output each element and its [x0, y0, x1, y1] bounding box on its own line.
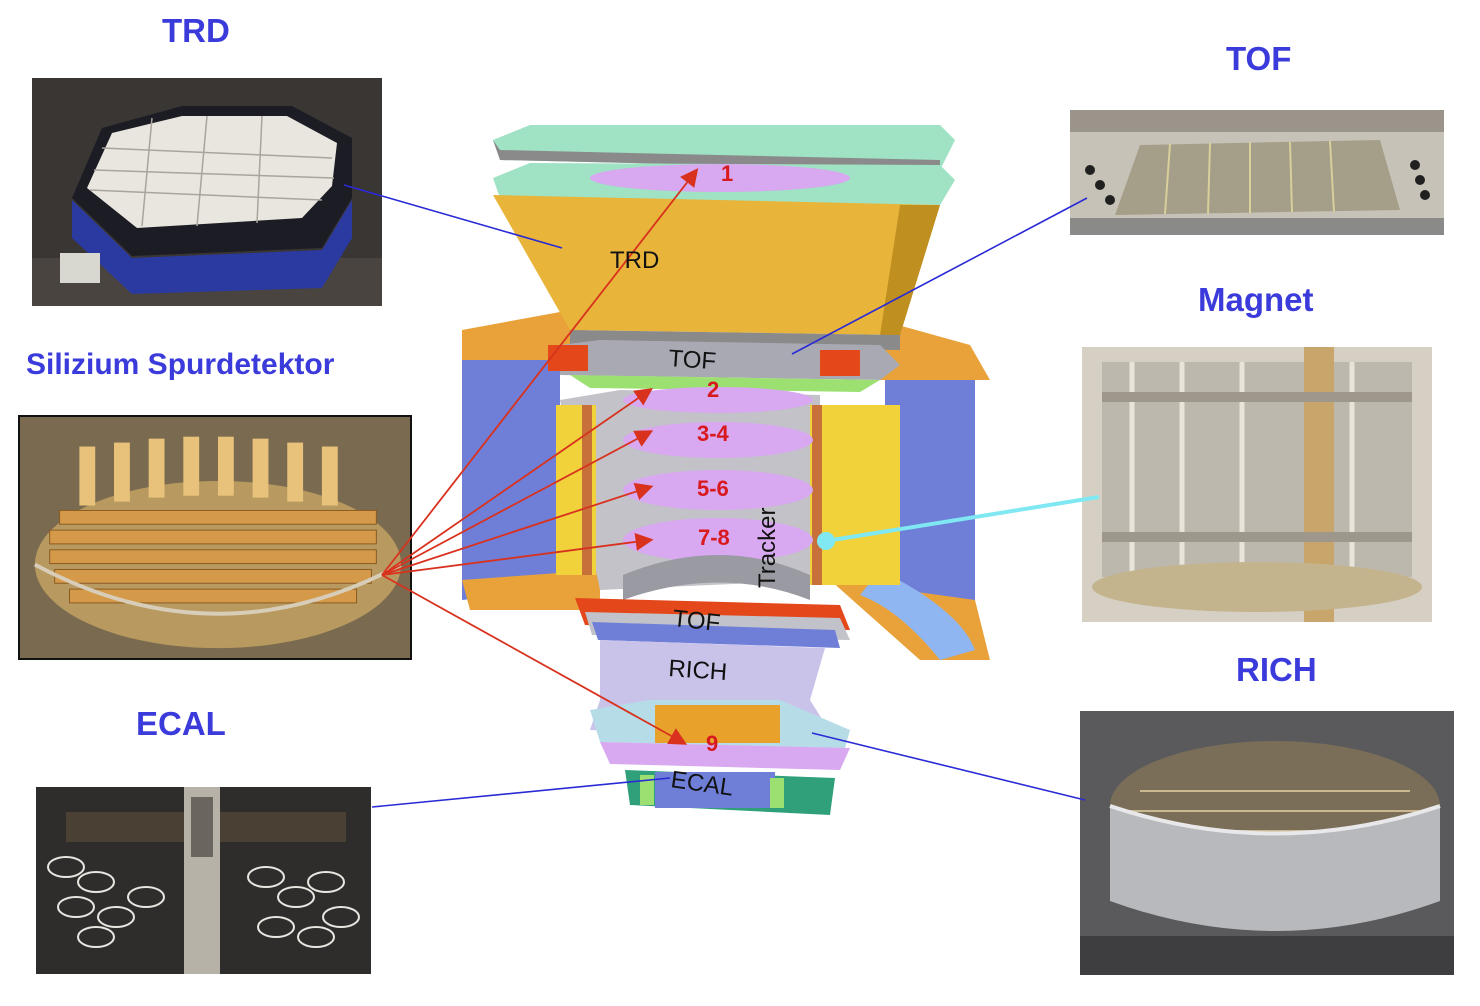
- layer-5-6-number: 5-6: [697, 476, 729, 501]
- trd-label: TRD: [610, 247, 659, 274]
- layer-9-number: 9: [706, 731, 718, 756]
- tracker-label: Tracker: [754, 508, 781, 588]
- tof-callout-line: [791, 197, 1088, 355]
- silicon-tracker-title: Silizium Spurdetektor: [26, 348, 335, 381]
- arrow-layer-7-8: [381, 532, 654, 576]
- tof-photo: [1070, 110, 1444, 235]
- tof-title: TOF: [1226, 40, 1292, 77]
- tracker-module: [556, 387, 900, 600]
- ecal-module: [625, 770, 835, 815]
- rich-label: RICH: [668, 655, 728, 686]
- trd-callout-line: [343, 184, 563, 249]
- ecal-callout-line: [371, 777, 671, 808]
- rich-title: RICH: [1236, 651, 1317, 688]
- trd-module: [493, 125, 955, 350]
- layer-2-number: 2: [707, 377, 719, 402]
- upper-tof: [548, 340, 900, 392]
- arrow-layer-9: [381, 574, 688, 745]
- rich-photo: [1080, 711, 1454, 975]
- ecal-title: ECAL: [136, 705, 226, 742]
- tof-lower-label: TOF: [671, 605, 721, 637]
- arrow-layer-2: [381, 387, 653, 576]
- callout-lines: [343, 184, 1088, 808]
- magnet-title: Magnet: [1198, 281, 1314, 318]
- layer-1-number: 1: [721, 161, 733, 186]
- layer-3-4-number: 3-4: [697, 421, 730, 446]
- arrow-layer-5-6: [381, 482, 654, 576]
- magnet-photo: [1082, 347, 1432, 622]
- trd-photo: [32, 78, 382, 306]
- silicon-tracker-photo: [18, 415, 412, 660]
- rich-callout-line: [811, 732, 1086, 801]
- ecal-photo: [36, 787, 371, 974]
- layer-arrows: [381, 168, 699, 745]
- arrow-layer-3-4: [381, 430, 654, 576]
- layer-7-8-number: 7-8: [698, 525, 730, 550]
- magnet-vessel: [462, 312, 990, 660]
- magnet-callout-line: [825, 495, 1100, 543]
- tof-upper-label: TOF: [668, 345, 717, 375]
- lower-tof: [575, 598, 850, 648]
- rich-module: [590, 640, 850, 770]
- trd-title: TRD: [162, 12, 230, 49]
- magnet-callout-dot: [817, 532, 835, 550]
- arrow-layer-1: [381, 168, 699, 576]
